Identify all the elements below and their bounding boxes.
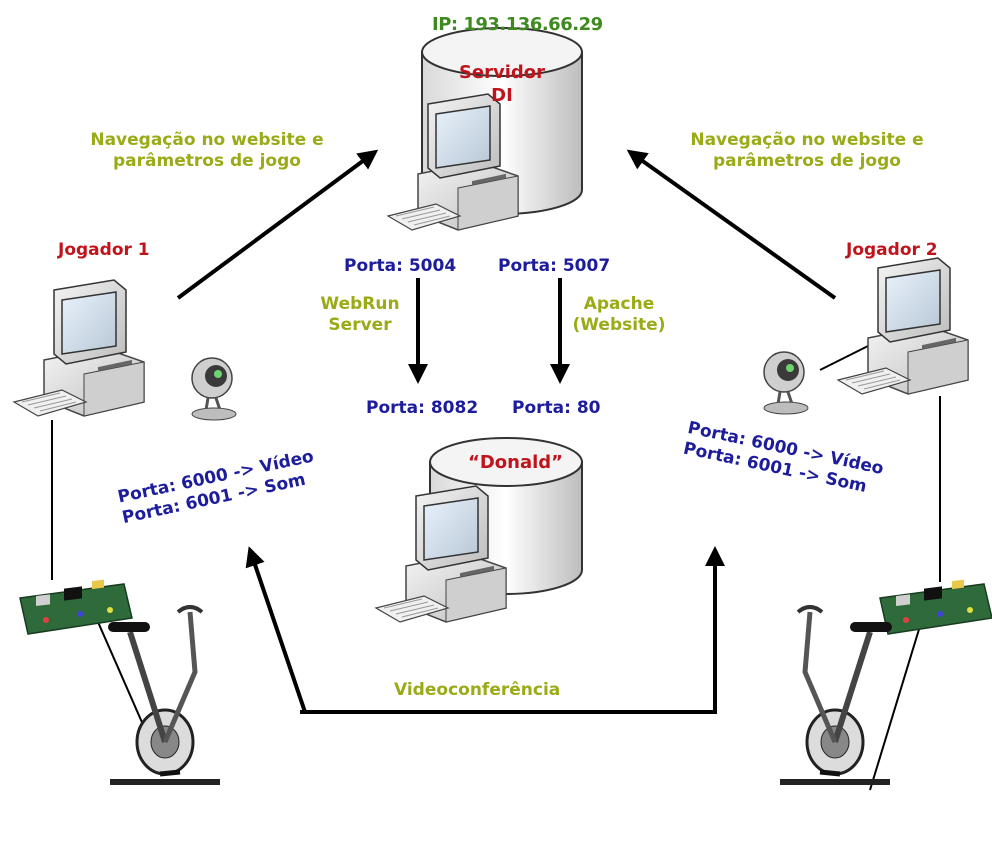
webcam-icon <box>762 350 810 416</box>
desktop-computer-icon <box>837 257 969 395</box>
exercise-bike-icon <box>780 607 892 782</box>
port-8082-label: Porta: 8082 <box>366 398 479 418</box>
apache-label: Apache (Website) <box>572 294 666 336</box>
nav-left-label: Navegação no website e parâmetros de jog… <box>90 130 324 172</box>
arrow-icon <box>300 546 725 714</box>
desktop-computer-icon <box>375 485 507 623</box>
port-5004-label: Porta: 5004 <box>344 256 457 276</box>
arrows <box>176 149 837 714</box>
arrow-icon <box>245 546 307 713</box>
webcam-icon <box>190 356 238 422</box>
server-ip-label: IP: 193.136.66.29 <box>432 14 603 35</box>
player1-name: Jogador 1 <box>58 240 150 260</box>
arrow-icon <box>176 149 379 300</box>
webrun-label: WebRun Server <box>320 294 400 336</box>
nav-right-label: Navegação no website e parâmetros de jog… <box>690 130 924 172</box>
videoconference-label: Videoconferência <box>394 680 561 700</box>
interface-board-icon <box>879 578 992 635</box>
desktop-computer-icon <box>13 279 145 417</box>
exercise-bike-icon <box>108 607 220 782</box>
port-80-label: Porta: 80 <box>512 398 601 418</box>
arrow-icon <box>626 149 837 300</box>
connection-lines <box>51 343 941 791</box>
player2-name: Jogador 2 <box>846 240 938 260</box>
server-name-label: Servidor DI <box>458 62 546 106</box>
donald-name-label: “Donald” <box>468 452 563 473</box>
desktop-computer-icon <box>387 93 519 231</box>
port-5007-label: Porta: 5007 <box>498 256 611 276</box>
